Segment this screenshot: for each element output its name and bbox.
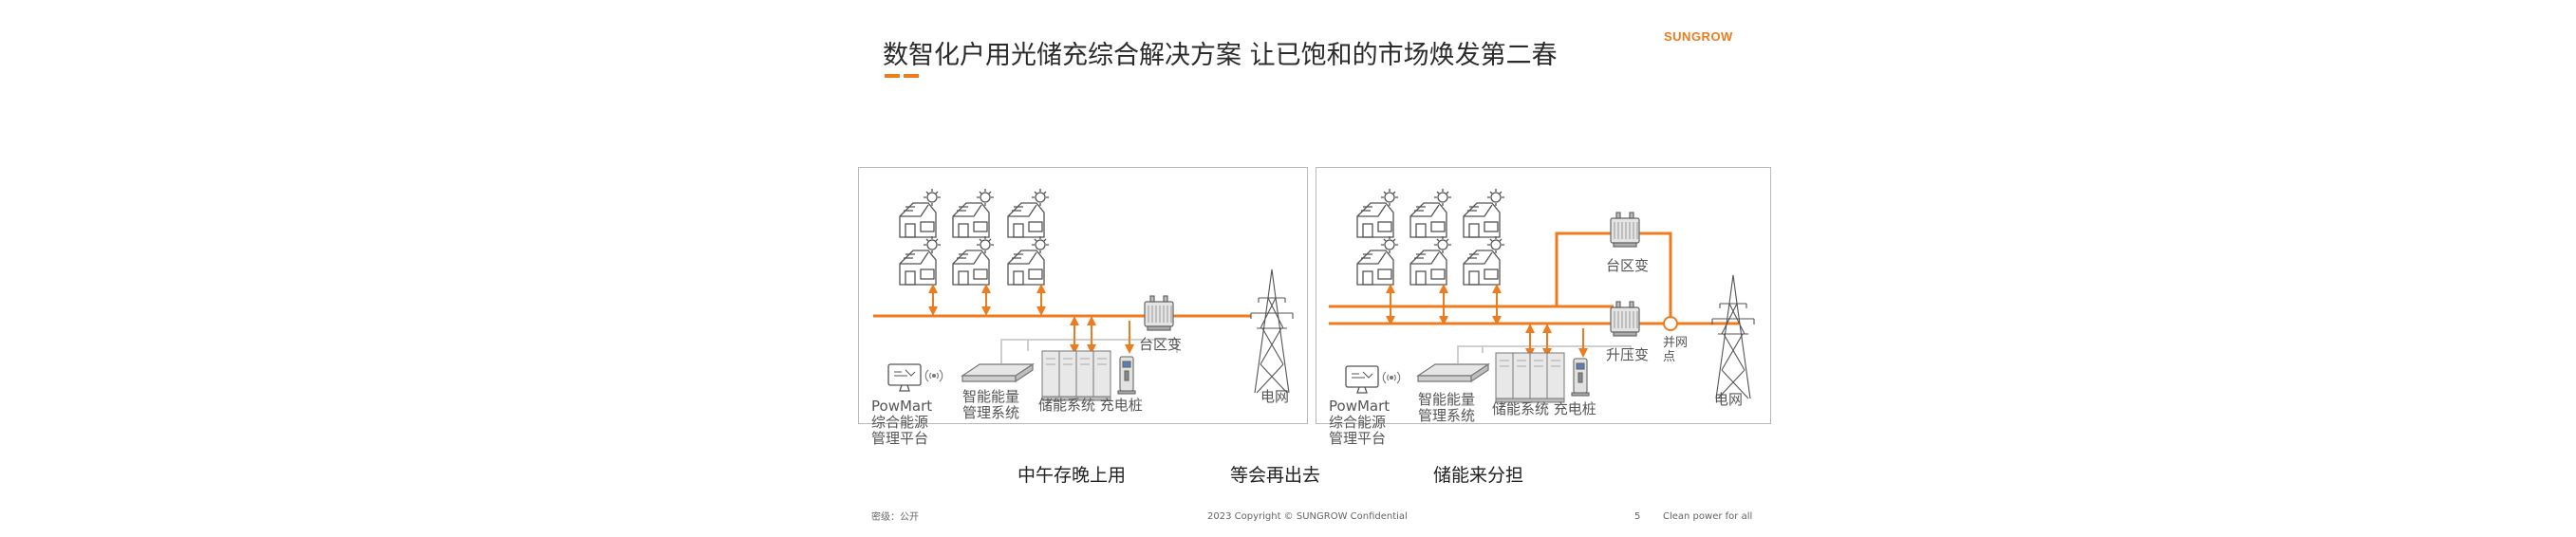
right-charger-icon — [1571, 358, 1590, 397]
ems-device-icon — [961, 363, 1034, 382]
wifi-icon — [924, 369, 943, 382]
left-storage-arrows — [1070, 316, 1134, 354]
right-ems-label: 智能能量 管理系统 — [1418, 391, 1476, 424]
grid-connection-point-icon — [1663, 316, 1678, 331]
area-transformer-icon — [1610, 212, 1640, 248]
caption-middle: 等会再出去 — [1230, 465, 1321, 486]
right-house-icons — [1356, 188, 1505, 286]
transformer-icon — [1144, 295, 1174, 331]
left-platform-label: PowMart 综合能源 管理平台 — [871, 398, 933, 447]
footer-page-number: 5 — [1634, 511, 1641, 522]
charger-icon — [1117, 356, 1136, 395]
left-transformer-label: 台区变 — [1139, 336, 1183, 353]
right-ems-device-icon — [1417, 363, 1489, 382]
right-grid-label: 电网 — [1714, 391, 1744, 408]
footer-copyright: 2023 Copyright © SUNGROW Confidential — [1207, 511, 1408, 522]
left-house-arrows — [928, 284, 1046, 316]
caption-right: 储能来分担 — [1433, 465, 1524, 486]
right-area-transformer-label: 台区变 — [1606, 257, 1650, 274]
right-house-arrows — [1386, 284, 1502, 325]
right-pylon-icon — [1711, 274, 1755, 399]
right-step-up-label: 升压变 — [1606, 346, 1650, 363]
page-title: 数智化户用光储充综合解决方案 让已饱和的市场焕发第二春 — [883, 41, 1558, 70]
pylon-icon — [1250, 268, 1294, 394]
right-storage-label: 储能系统 充电桩 — [1492, 400, 1596, 417]
title-accent-bar — [885, 74, 923, 79]
battery-cabinet-icon — [1041, 350, 1111, 401]
footer-classification: 密级：公开 — [871, 512, 919, 523]
right-monitor-icon — [1345, 365, 1379, 394]
left-house-icons — [899, 188, 1050, 286]
sungrow-logo: SUNGROW — [1664, 29, 1733, 44]
right-battery-cabinet-icon — [1495, 352, 1565, 403]
right-connection-label: 并网 点 — [1663, 336, 1689, 364]
right-wifi-icon — [1382, 371, 1401, 384]
right-storage-arrows — [1525, 324, 1588, 358]
monitor-icon — [887, 363, 922, 392]
right-platform-label: PowMart 综合能源 管理平台 — [1329, 398, 1391, 447]
footer-slogan: Clean power for all — [1663, 511, 1753, 522]
left-grid-label: 电网 — [1260, 388, 1290, 405]
step-up-transformer-icon — [1610, 301, 1640, 337]
caption-left: 中午存晚上用 — [1017, 465, 1127, 486]
left-ems-label: 智能能量 管理系统 — [962, 388, 1020, 421]
left-storage-label: 储能系统 充电桩 — [1038, 397, 1143, 414]
